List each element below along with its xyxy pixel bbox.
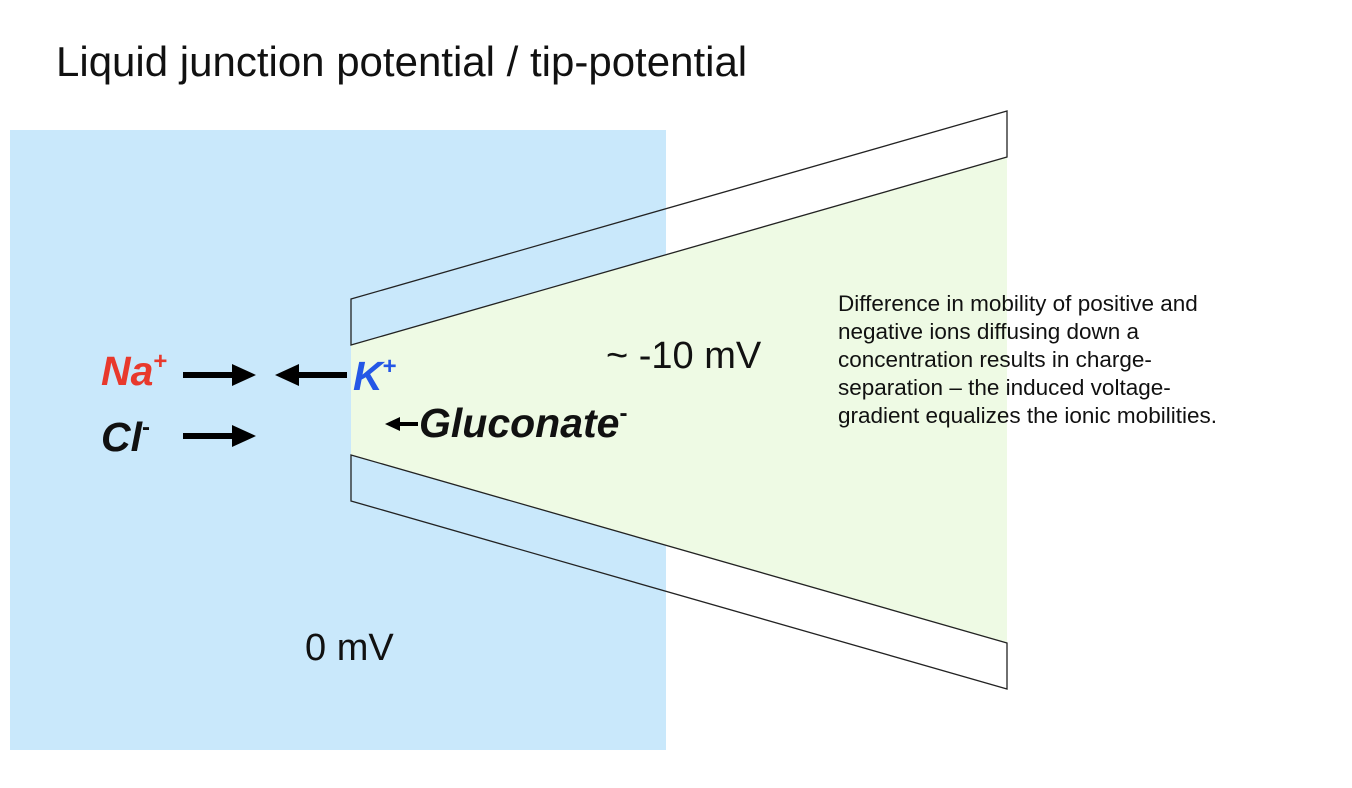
arrow-k-left <box>275 364 347 386</box>
description-text: Difference in mobility of positive and n… <box>838 290 1338 430</box>
pipette-wall-upper <box>350 110 1008 346</box>
description-line: negative ions diffusing down a <box>838 319 1140 344</box>
ion-cl-symbol: Cl <box>101 414 144 460</box>
ion-cl-label: Cl- <box>101 414 150 460</box>
arrow-gluconate-left <box>385 417 418 431</box>
ion-gluconate-label: Gluconate- <box>419 400 627 446</box>
arrow-cl-right <box>183 425 256 447</box>
ion-gluconate-symbol: Gluconate <box>419 400 619 446</box>
arrow-na-right <box>183 364 256 386</box>
pipette-wall-lower <box>350 454 1008 690</box>
description-line: separation – the induced voltage- <box>838 375 1171 400</box>
ion-na-label: Na+ <box>101 348 167 394</box>
description-line: gradient equalizes the ionic mobilities. <box>838 403 1217 428</box>
pipette-voltage-label: ~ -10 mV <box>606 335 762 377</box>
ion-gluconate-charge: - <box>619 400 627 427</box>
slide-title: Liquid junction potential / tip-potentia… <box>56 38 748 85</box>
ion-k-label: K+ <box>353 353 397 399</box>
description-line: concentration results in charge- <box>838 347 1152 372</box>
ion-na-symbol: Na <box>101 348 153 394</box>
pipette-solution <box>351 157 1007 643</box>
ion-k-charge: + <box>383 353 397 380</box>
bath-voltage-label: 0 mV <box>305 627 394 669</box>
ion-k-symbol: K <box>353 353 386 399</box>
description-line: Difference in mobility of positive and <box>838 291 1198 316</box>
ion-na-charge: + <box>153 348 167 375</box>
ion-cl-charge: - <box>142 414 150 441</box>
